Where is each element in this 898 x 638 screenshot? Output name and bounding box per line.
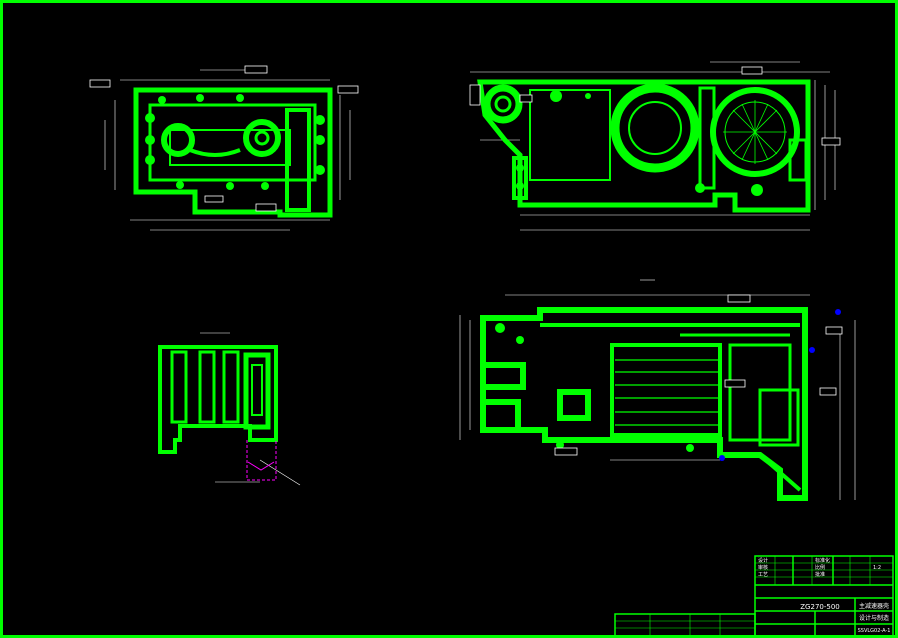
view-top-right xyxy=(469,61,841,231)
change-row-2-value: 1:2 xyxy=(873,565,881,571)
view-top-left xyxy=(89,65,359,231)
drawing-code: SSVLG02-A-1 xyxy=(858,628,891,634)
drawing-title: 主减速器壳 xyxy=(859,602,889,610)
part-number: ZG270-500 xyxy=(800,603,839,611)
company-name: 设计与制造 xyxy=(859,614,889,622)
change-row-3-label: 工艺 xyxy=(758,572,768,578)
change-row-3-col3: 批准 xyxy=(815,571,825,578)
change-row-2-label: 审核 xyxy=(758,564,768,571)
view-bottom-right xyxy=(459,279,856,501)
change-row-2-col3: 比例 xyxy=(815,564,825,571)
view-bottom-left xyxy=(158,332,301,486)
change-row-1-col3: 标准化 xyxy=(815,557,830,564)
title-block: ZG270-500 主减速器壳 设计与制造 SSVLG02-A-1 设计 标准化… xyxy=(614,555,894,637)
change-row-1-label: 设计 xyxy=(758,557,768,564)
